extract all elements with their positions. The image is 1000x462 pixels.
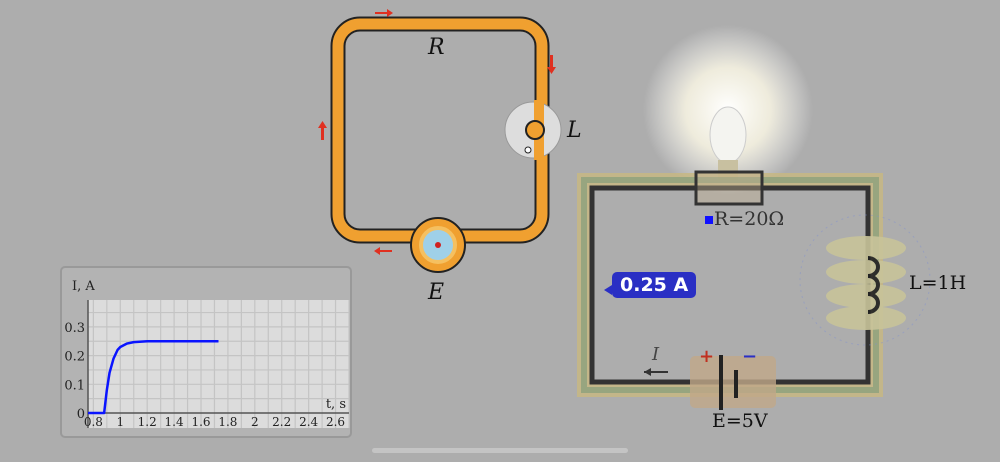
left-r-label: R — [428, 35, 445, 60]
y-tick-label: 0.3 — [64, 321, 85, 336]
x-tick-label: 2 — [251, 415, 259, 429]
current-direction-icon — [644, 368, 651, 376]
x-tick-label: 0.8 — [84, 415, 103, 429]
x-axis-label: t, s — [326, 397, 346, 412]
resistor-select-handle — [705, 216, 713, 224]
inductor-label[interactable]: L=1H — [909, 272, 967, 294]
x-tick-label: 1.6 — [191, 415, 210, 429]
ammeter-reading: 0.25 A — [612, 272, 697, 298]
left-l-label: L — [567, 118, 582, 143]
battery-minus: − — [742, 346, 758, 367]
series-line-It — [88, 340, 219, 415]
battery-plus: + — [699, 346, 715, 367]
current-label: I — [652, 344, 660, 365]
scrollbar[interactable] — [372, 448, 628, 453]
y-tick-label: 0.2 — [64, 350, 85, 365]
y-axis-label: I, A — [72, 279, 95, 294]
x-tick-label: 2.6 — [326, 415, 345, 429]
x-tick-label: 1 — [116, 415, 124, 429]
right-circuit — [577, 25, 931, 410]
y-tick-label: 0 — [77, 407, 85, 422]
current-graph: 0.8 1 1.2 1.4 1.6 1.8 2 2.2 2.4 2.6 0 0.1 0.2 0.3 t, s… — [64, 279, 350, 429]
x-tick-label: 2.4 — [299, 415, 318, 429]
battery-label[interactable]: E=5V — [712, 410, 768, 432]
x-tick-label: 2.2 — [272, 415, 291, 429]
plot-area — [88, 300, 349, 428]
left-e-label: E — [428, 280, 445, 305]
y-tick-label: 0.1 — [64, 378, 85, 393]
x-tick-label: 1.8 — [218, 415, 237, 429]
battery — [690, 355, 776, 410]
inductor-coil — [799, 214, 931, 346]
resistor — [694, 170, 764, 206]
current-arrow-icon — [318, 9, 556, 255]
current-graph-panel[interactable]: 0.8 1 1.2 1.4 1.6 1.8 2 2.2 2.4 2.6 0 0.1 0.2 0.3 t, s… — [60, 266, 352, 438]
resistor-label[interactable]: R=20Ω — [714, 208, 785, 230]
left-circuit — [318, 9, 562, 273]
lamp-icon — [504, 100, 562, 160]
x-tick-label: 1.4 — [165, 415, 184, 429]
x-tick-label: 1.2 — [138, 415, 157, 429]
battery-icon — [410, 217, 466, 273]
